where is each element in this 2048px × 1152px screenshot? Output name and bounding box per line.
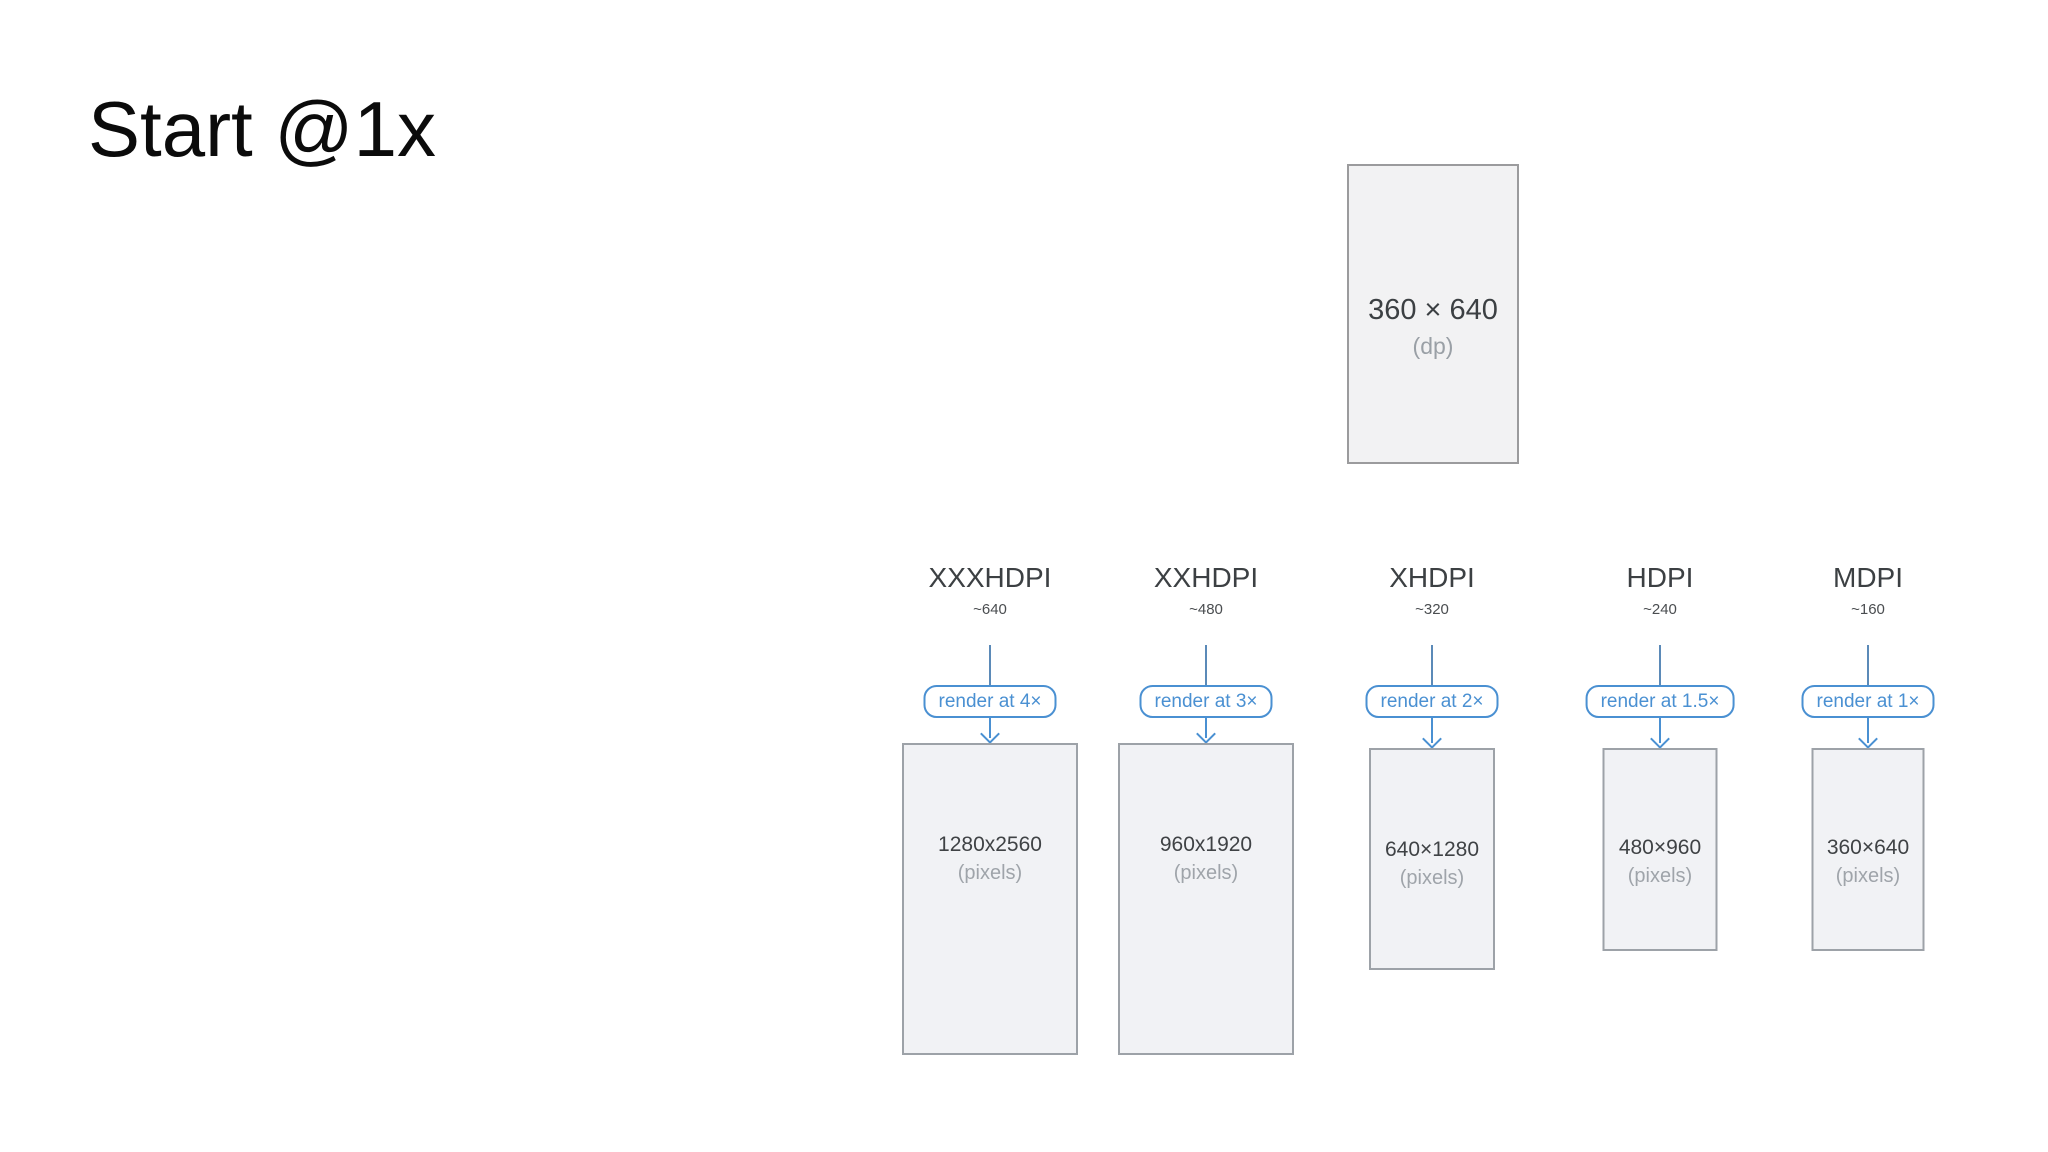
pixel-label: 1280x2560 (pixels) — [904, 831, 1076, 887]
flow-line — [1867, 645, 1869, 686]
pixel-size: 960x1920 — [1159, 833, 1253, 856]
source-dp-box: 360 × 640 (dp) — [1347, 164, 1519, 464]
render-scale-pill: render at 2× — [1365, 685, 1499, 718]
density-value: ~480 — [1189, 601, 1223, 618]
flow-line — [1205, 716, 1207, 738]
density-name: XHDPI — [1389, 562, 1475, 593]
pixel-size: 1280x2560 — [938, 833, 1042, 856]
pixel-box: 960x1920 (pixels) — [1118, 743, 1294, 1055]
density-value: ~640 — [973, 601, 1007, 618]
density-value: ~160 — [1851, 601, 1885, 618]
pixel-label: 640×1280 (pixels) — [1371, 836, 1493, 892]
flow-line — [1659, 716, 1661, 743]
flow-line — [1431, 645, 1433, 686]
render-scale-pill: render at 3× — [1139, 685, 1273, 718]
render-scale-pill: render at 4× — [923, 685, 1057, 718]
arrow-down-icon — [1858, 729, 1878, 749]
arrow-down-icon — [1196, 724, 1216, 744]
flow-line — [989, 645, 991, 686]
density-name: HDPI — [1626, 562, 1694, 593]
density-value: ~240 — [1643, 601, 1677, 618]
pixel-box: 360×640 (pixels) — [1811, 748, 1925, 951]
flow-line — [1205, 645, 1207, 686]
pixel-unit: (pixels) — [1627, 865, 1693, 887]
pixel-box: 480×960 (pixels) — [1602, 748, 1718, 951]
pixel-size: 640×1280 — [1384, 838, 1480, 861]
pixel-label: 360×640 (pixels) — [1814, 834, 1923, 890]
pixel-unit: (pixels) — [957, 862, 1023, 884]
source-unit-label: (dp) — [1412, 333, 1454, 359]
pixel-unit: (pixels) — [1835, 865, 1901, 887]
flow-line — [1659, 645, 1661, 686]
pixel-box: 1280x2560 (pixels) — [902, 743, 1078, 1055]
pixel-label: 480×960 (pixels) — [1605, 834, 1716, 890]
slide-title: Start @1x — [88, 85, 436, 173]
pixel-box: 640×1280 (pixels) — [1369, 748, 1495, 970]
flow-line — [1867, 716, 1869, 743]
density-name: XXHDPI — [1153, 562, 1259, 593]
arrow-down-icon — [1422, 729, 1442, 749]
render-scale-pill: render at 1.5× — [1585, 685, 1735, 718]
pixel-size: 360×640 — [1826, 836, 1910, 859]
render-scale-pill: render at 1× — [1801, 685, 1935, 718]
arrow-down-icon — [980, 724, 1000, 744]
density-name: XXXHDPI — [928, 562, 1052, 593]
arrow-down-icon — [1650, 729, 1670, 749]
pixel-label: 960x1920 (pixels) — [1120, 831, 1292, 887]
density-value: ~320 — [1415, 601, 1449, 618]
source-size-label: 360 × 640 — [1368, 294, 1498, 326]
pixel-unit: (pixels) — [1399, 867, 1465, 889]
density-name: MDPI — [1833, 562, 1903, 593]
pixel-unit: (pixels) — [1173, 862, 1239, 884]
flow-line — [989, 716, 991, 738]
pixel-size: 480×960 — [1618, 836, 1702, 859]
flow-line — [1431, 716, 1433, 743]
